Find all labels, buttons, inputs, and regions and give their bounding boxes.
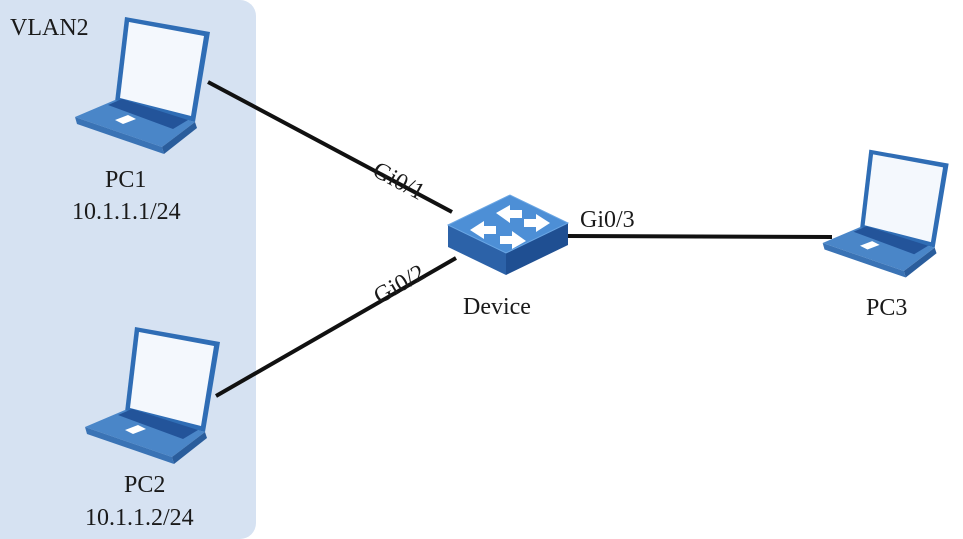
link-device-pc3 [565,234,833,239]
pc3-laptop-icon[interactable] [818,145,958,285]
pc1-laptop-icon[interactable] [70,12,220,162]
pc1-name: PC1 [105,167,147,193]
pc1-ip: 10.1.1.1/24 [72,199,181,225]
switch-device-icon[interactable] [440,185,575,280]
pc2-laptop-icon[interactable] [80,322,230,472]
link-pc2-device [215,256,457,398]
link-pc1-device [207,80,453,214]
pc2-name: PC2 [124,472,166,498]
pc2-ip: 10.1.1.2/24 [85,505,194,531]
device-name: Device [463,294,531,320]
pc3-name: PC3 [866,295,908,321]
vlan-label: VLAN2 [10,15,89,41]
port-label-gi0-3: Gi0/3 [580,207,635,233]
